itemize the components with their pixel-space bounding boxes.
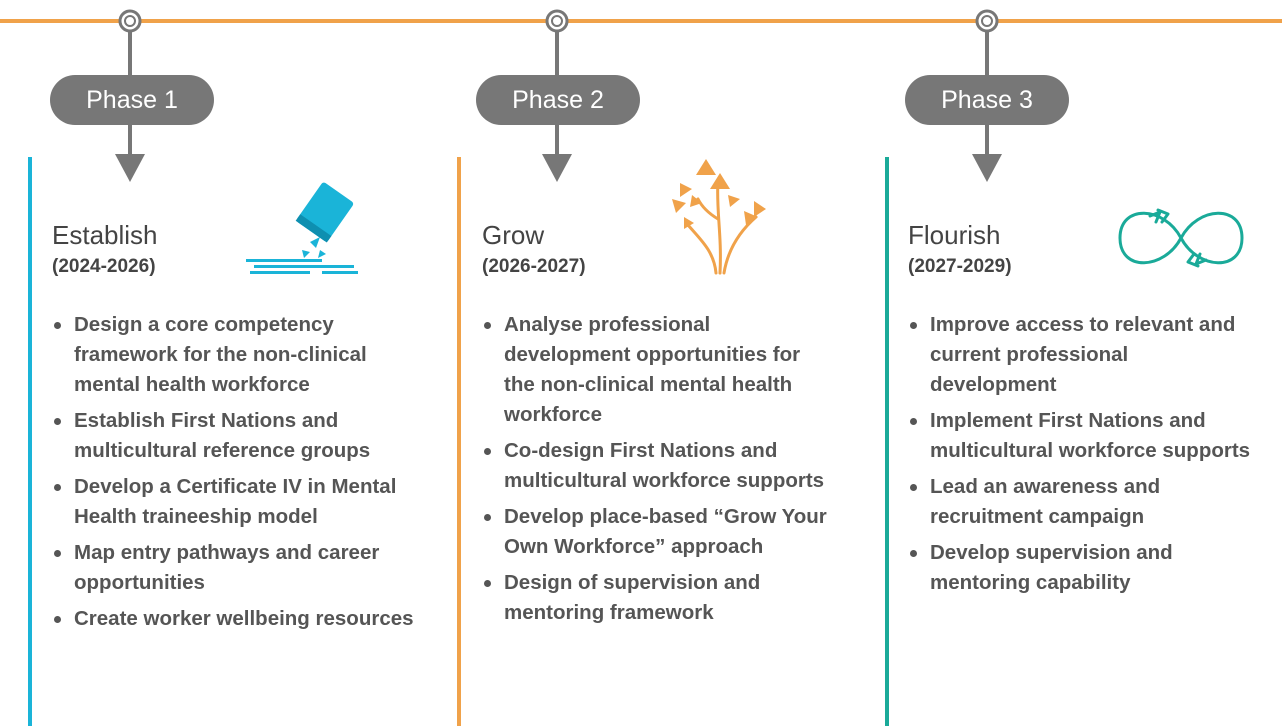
paint-bucket-icon bbox=[246, 182, 358, 274]
phase-1-pill: Phase 1 bbox=[50, 75, 214, 125]
phase-2-pill: Phase 2 bbox=[476, 75, 640, 125]
phase-2-name: Grow bbox=[482, 220, 545, 250]
phase-1-stem bbox=[128, 30, 132, 90]
timeline-node-3 bbox=[975, 9, 999, 33]
list-item: Co-design First Nations and multicultura… bbox=[482, 436, 832, 496]
phase-3-name: Flourish bbox=[908, 220, 1001, 250]
phase-3-years: (2027-2029) bbox=[908, 256, 1012, 277]
phase-2-stem bbox=[555, 30, 559, 90]
phase-1-arrow bbox=[115, 120, 145, 182]
phase-1-years: (2024-2026) bbox=[52, 256, 156, 277]
list-item: Analyse professional development opportu… bbox=[482, 310, 832, 430]
timeline-line bbox=[0, 19, 1282, 23]
list-item: Map entry pathways and career opportunit… bbox=[52, 538, 422, 598]
list-item: Improve access to relevant and current p… bbox=[908, 310, 1258, 400]
list-item: Design of supervision and mentoring fram… bbox=[482, 568, 832, 628]
phase-2-accent-bar bbox=[457, 157, 461, 726]
phase-2-years: (2026-2027) bbox=[482, 256, 586, 277]
phase-1-list: Design a core competency framework for t… bbox=[52, 310, 422, 640]
growing-plant-icon bbox=[672, 159, 766, 275]
list-item: Establish First Nations and multicultura… bbox=[52, 406, 422, 466]
infinity-cycle-icon bbox=[1118, 208, 1244, 268]
list-item: Develop supervision and mentoring capabi… bbox=[908, 538, 1258, 598]
list-item: Develop a Certificate IV in Mental Healt… bbox=[52, 472, 422, 532]
phase-1-accent-bar bbox=[28, 157, 32, 726]
phase-1-name: Establish bbox=[52, 220, 158, 250]
phase-3-stem bbox=[985, 30, 989, 90]
phase-3-arrow bbox=[972, 120, 1002, 182]
list-item: Lead an awareness and recruitment campai… bbox=[908, 472, 1258, 532]
phase-3-accent-bar bbox=[885, 157, 889, 726]
timeline-node-1 bbox=[118, 9, 142, 33]
phase-3-pill: Phase 3 bbox=[905, 75, 1069, 125]
list-item: Create worker wellbeing resources bbox=[52, 604, 422, 634]
phase-2-arrow bbox=[542, 120, 572, 182]
list-item: Implement First Nations and multicultura… bbox=[908, 406, 1258, 466]
list-item: Develop place-based “Grow Your Own Workf… bbox=[482, 502, 832, 562]
phase-2-list: Analyse professional development opportu… bbox=[482, 310, 832, 634]
list-item: Design a core competency framework for t… bbox=[52, 310, 422, 400]
phase-3-list: Improve access to relevant and current p… bbox=[908, 310, 1258, 604]
